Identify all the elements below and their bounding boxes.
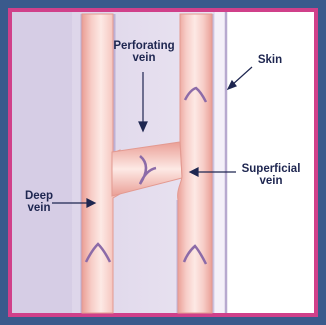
label-perforating-vein: Perforating vein [100, 40, 188, 64]
label-perforating-line2: vein [100, 52, 188, 64]
label-skin-text: Skin [252, 54, 288, 66]
label-superficial-vein: Superficial vein [234, 163, 308, 187]
label-skin: Skin [252, 54, 288, 66]
label-deep-vein: Deep vein [20, 190, 58, 214]
muscle-layer [12, 12, 72, 313]
label-perforating-line1: Perforating [100, 40, 188, 52]
label-superficial-line2: vein [234, 175, 308, 187]
label-superficial-line1: Superficial [234, 163, 308, 175]
label-deep-line1: Deep [20, 190, 58, 202]
label-deep-line2: vein [20, 202, 58, 214]
skin-layer [214, 12, 226, 313]
